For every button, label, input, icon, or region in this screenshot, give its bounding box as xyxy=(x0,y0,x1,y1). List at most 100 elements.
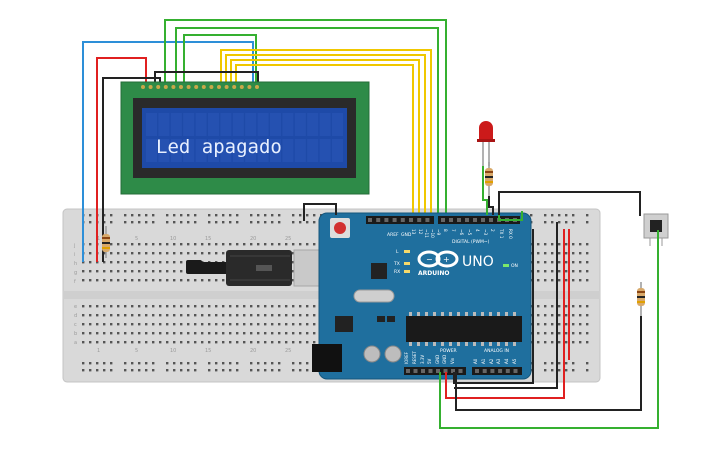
wire-green-btn xyxy=(439,230,659,429)
digital-pin-label: ~11 xyxy=(424,229,429,238)
power-jack xyxy=(312,344,342,372)
svg-text:10: 10 xyxy=(170,236,176,242)
wire-black-led xyxy=(488,196,494,215)
lcd-display[interactable]: Led apagado xyxy=(120,81,370,195)
digital-pin-label: ~6 xyxy=(459,229,464,236)
svg-text:g: g xyxy=(74,270,77,276)
push-button[interactable] xyxy=(643,213,669,246)
svg-text:20: 20 xyxy=(250,348,256,354)
digital-pin-label: 8 xyxy=(443,229,448,232)
analog-pin-label: A2 xyxy=(489,358,494,364)
svg-text:b: b xyxy=(74,331,77,337)
digital-pin-label: 4 xyxy=(475,229,480,232)
digital-pin-label: 13 xyxy=(411,229,416,235)
atmega-chip xyxy=(406,316,522,342)
lcd-pin-header xyxy=(141,85,259,89)
svg-text:ANALOG IN: ANALOG IN xyxy=(484,348,509,354)
svg-text:20: 20 xyxy=(250,236,256,242)
wire-red-5v xyxy=(445,229,565,399)
wire-black-lcd xyxy=(154,71,259,86)
wire-green-a xyxy=(164,19,447,215)
digital-pin-label: TX 1 xyxy=(499,228,504,239)
reset-button[interactable] xyxy=(334,222,346,234)
svg-text:L: L xyxy=(396,249,399,255)
digital-pin-label: 7 xyxy=(451,229,456,232)
wire-black-gnd-rail xyxy=(453,229,534,384)
svg-text:GND: GND xyxy=(401,232,412,238)
svg-text:10: 10 xyxy=(170,348,176,354)
usb-chip xyxy=(371,263,387,279)
header-digital-left xyxy=(366,216,434,224)
analog-pin-label: A5 xyxy=(512,358,517,364)
power-pin-label: 3.3V xyxy=(420,355,425,364)
power-pin-label: GND xyxy=(435,355,440,364)
svg-text:TX: TX xyxy=(393,261,400,267)
resistor-led[interactable] xyxy=(485,162,493,196)
power-pin-label: GND xyxy=(442,355,447,364)
digital-pin-label: ~3 xyxy=(483,229,488,236)
digital-pin-label: ~9 xyxy=(436,229,441,236)
wire-green-btn-signal xyxy=(498,211,523,221)
digital-pin-label: 2 xyxy=(490,229,495,232)
svg-text:25: 25 xyxy=(285,236,291,242)
svg-text:f: f xyxy=(74,279,76,285)
header-digital-right xyxy=(438,216,520,224)
svg-text:15: 15 xyxy=(205,348,211,354)
svg-text:RX: RX xyxy=(394,269,400,275)
analog-pin-label: A4 xyxy=(504,358,509,364)
lcd-wires[interactable] xyxy=(82,19,447,262)
power-pin-label: 5V xyxy=(427,358,432,364)
board-wires[interactable] xyxy=(303,166,659,429)
resistor-button[interactable] xyxy=(637,282,645,316)
svg-text:a: a xyxy=(74,340,77,346)
breadboard-column-numbers: 1 5 10 15 20 25 1 5 10 15 20 25 xyxy=(97,236,291,354)
analog-pin-label: A3 xyxy=(496,358,501,364)
svg-text:1: 1 xyxy=(97,236,100,242)
svg-text:ON: ON xyxy=(511,263,518,269)
svg-text:1: 1 xyxy=(97,348,100,354)
svg-text:25: 25 xyxy=(285,348,291,354)
header-analog xyxy=(472,367,522,375)
wire-yellow-4 xyxy=(235,64,414,215)
lcd-message: Led apagado xyxy=(156,136,282,158)
svg-text:i: i xyxy=(74,252,75,258)
svg-text:5: 5 xyxy=(135,236,138,242)
led-red[interactable] xyxy=(477,121,495,166)
svg-text:5: 5 xyxy=(135,348,138,354)
crystal xyxy=(353,289,395,303)
analog-pin-label: A0 xyxy=(473,358,478,364)
voltage-regulator xyxy=(335,316,353,332)
svg-text:−: − xyxy=(426,255,433,264)
wire-black-gnd-right xyxy=(454,222,558,389)
header-power xyxy=(404,367,466,375)
analog-pin-label: A1 xyxy=(481,358,486,364)
svg-text:c: c xyxy=(74,322,77,328)
wire-black-btn-top xyxy=(498,191,641,216)
power-pin-label: IOREF xyxy=(404,351,409,364)
capacitor-2 xyxy=(384,345,402,363)
svg-text:e: e xyxy=(74,304,77,310)
breadboard-row-letters: j i h g f e d c b a xyxy=(73,243,77,346)
model-label: UNO xyxy=(462,254,494,270)
svg-text:POWER: POWER xyxy=(440,348,457,354)
svg-text:j: j xyxy=(73,243,75,249)
wire-yellow-2 xyxy=(225,54,426,215)
svg-text:DIGITAL (PWM~): DIGITAL (PWM~) xyxy=(452,239,490,245)
svg-text:d: d xyxy=(74,313,77,319)
resistor-left[interactable] xyxy=(102,226,110,258)
digital-pin-label: ~10 xyxy=(430,229,435,238)
digital-pin-label: RX 0 xyxy=(508,229,513,239)
wire-green-b xyxy=(175,27,439,215)
svg-text:h: h xyxy=(74,261,77,267)
digital-pin-label: ~5 xyxy=(467,229,472,236)
digital-pin-label: 12 xyxy=(418,229,423,235)
lcd-character-cells xyxy=(146,113,343,162)
wire-green-led xyxy=(482,166,488,215)
wire-red xyxy=(96,57,147,262)
power-pin-label: RESET xyxy=(412,351,417,364)
wire-black-btn xyxy=(455,316,642,411)
